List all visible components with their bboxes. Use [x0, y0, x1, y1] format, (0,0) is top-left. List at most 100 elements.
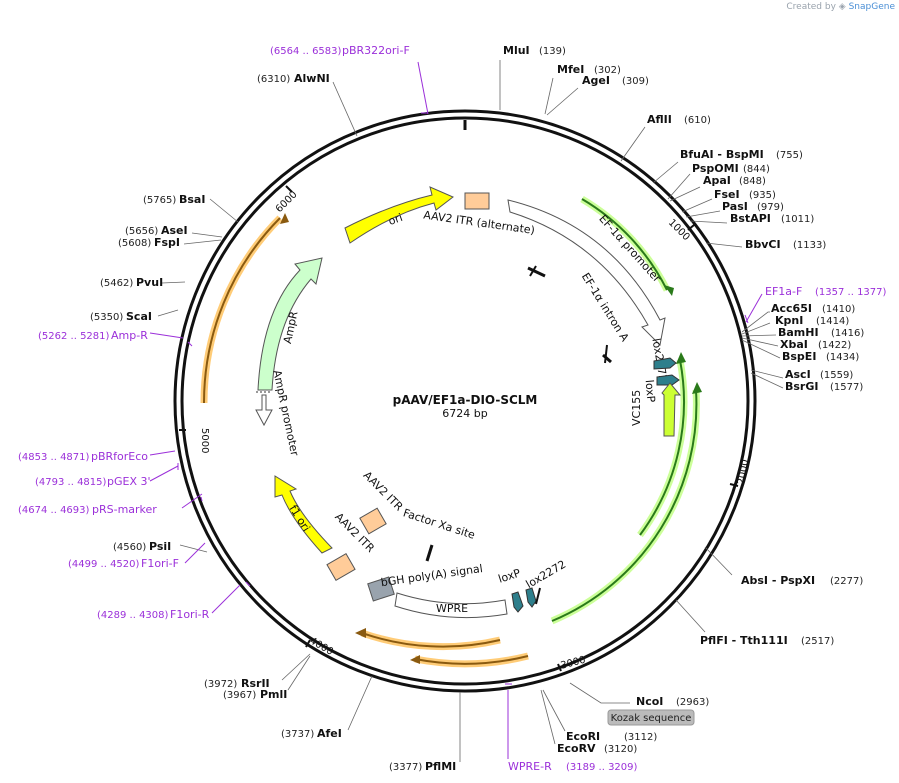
primer-pbrforeco-range: (4853 .. 4871) — [18, 452, 90, 463]
enzyme-pspomi-pos: (844) — [743, 164, 770, 175]
enzyme-absi-name: AbsI - PspXI — [741, 574, 815, 587]
feature-vc155-label: VC155 — [630, 390, 643, 426]
enzyme-aflii-pos: (610) — [684, 115, 711, 126]
enzyme-fspi-name: FspI — [154, 236, 180, 249]
enzyme-bfuai-pos: (755) — [776, 150, 803, 161]
enzyme-pflfi-pos: (2517) — [801, 636, 834, 647]
feature-vc155 — [661, 382, 682, 437]
feature-ampr-promoter — [255, 394, 273, 427]
feature-loxp-a-label: loxP — [643, 379, 658, 403]
feature-itr-c — [326, 553, 356, 581]
orf-arrowhead-5 — [355, 628, 366, 638]
primer-wpre-range: (3189 .. 3209) — [566, 762, 638, 773]
feature-lox-marker — [535, 587, 541, 605]
enzyme-afei-name: AfeI — [317, 727, 342, 740]
enzyme-mfei-pos: (302) — [594, 65, 621, 76]
credit-brand: SnapGene — [848, 2, 895, 12]
enzyme-alwni-pos: (6310) — [257, 74, 290, 85]
enzyme-labels: MluI (139) MfeI (302) AgeI (309) AflII (… — [90, 44, 864, 773]
primer-labels: (6564 .. 6583) pBR322ori-F EF1a-F (1357 … — [18, 44, 887, 773]
enzyme-bamhi-name: BamHI — [778, 326, 819, 339]
feature-ampr-promoter-label: AmpR promoter — [270, 369, 301, 458]
feature-lox2272-a — [653, 357, 677, 370]
enzyme-aflii-name: AflII — [647, 113, 672, 126]
primer-ef1a-range: (1357 .. 1377) — [815, 287, 887, 298]
snapgene-credit: Created by ◈ SnapGene — [786, 2, 895, 12]
enzyme-rsrii-name: RsrII — [241, 677, 270, 690]
primer-pbr322ori-range: (6564 .. 6583) — [270, 46, 342, 57]
feature-loxp-a — [656, 374, 680, 386]
enzyme-fsei-pos: (935) — [749, 190, 776, 201]
enzyme-pspomi-name: PspOMI — [692, 162, 739, 175]
enzyme-bbvci-name: BbvCI — [745, 238, 781, 251]
enzyme-ecorv-pos: (3120) — [604, 744, 637, 755]
feature-itr-b — [359, 507, 387, 535]
primer-ef1a-name: EF1a-F — [765, 285, 802, 298]
orf-arrowhead-4 — [410, 655, 420, 664]
feature-ori — [344, 186, 454, 244]
backbone-outer-ring — [173, 109, 757, 693]
enzyme-bstapi-pos: (1011) — [781, 214, 814, 225]
enzyme-mlui-pos: (139) — [539, 46, 566, 57]
enzyme-pmli-pos: (3967) — [223, 690, 256, 701]
enzyme-scai-name: ScaI — [126, 310, 152, 323]
orf-arrowhead-3 — [692, 382, 702, 394]
enzyme-absi-pos: (2277) — [830, 576, 863, 587]
feature-ef1a-promoter — [507, 199, 666, 347]
primer-pgex-range: (4793 .. 4815) — [35, 477, 107, 488]
feature-factor-xa — [425, 544, 434, 562]
primer-prs-marker-range: (4674 .. 4693) — [18, 505, 90, 516]
feature-lox2272-b-label: lox2272 — [524, 558, 569, 591]
enzyme-asci-pos: (1559) — [820, 370, 853, 381]
tick-label-5000: 5000 — [199, 428, 210, 453]
primer-ampr-range: (5262 .. 5281) — [38, 331, 110, 342]
feature-bgh-polya — [367, 576, 395, 602]
primer-f1ori-r-range: (4289 .. 4308) — [97, 610, 169, 621]
enzyme-mlui-name: MluI — [503, 44, 530, 57]
feature-wpre-label: WPRE — [436, 602, 468, 615]
enzyme-kpni-name: KpnI — [775, 314, 803, 327]
enzyme-asci-name: AscI — [785, 368, 811, 381]
tick-label-2000: 2000 — [736, 459, 751, 486]
enzyme-ecorv-name: EcoRV — [557, 742, 596, 755]
enzyme-pvui-name: PvuI — [136, 276, 163, 289]
primer-pgex-name: pGEX 3' — [107, 475, 151, 488]
orf-arcs — [200, 195, 700, 668]
feature-f1-ori — [274, 475, 333, 554]
credit-prefix: Created by — [786, 2, 836, 12]
enzyme-bamhi-pos: (1416) — [831, 328, 864, 339]
enzyme-xbai-name: XbaI — [780, 338, 808, 351]
enzyme-bsrgi-pos: (1577) — [830, 382, 863, 393]
feature-ampr — [257, 257, 323, 391]
feature-bgh-label: bGH poly(A) signal — [380, 562, 484, 589]
enzyme-agei-pos: (309) — [622, 76, 649, 87]
enzyme-bsai-name: BsaI — [179, 193, 205, 206]
primer-f1ori-r-name: F1ori-R — [170, 608, 210, 621]
enzyme-leader-lines — [157, 60, 784, 762]
enzyme-ecori-name: EcoRI — [566, 730, 600, 743]
primer-leader-lines — [149, 61, 763, 759]
enzyme-pasi-name: PasI — [722, 200, 748, 213]
enzyme-asei-pos: (5656) — [125, 226, 158, 237]
feature-f1-ori-label: f1 ori — [286, 503, 312, 534]
enzyme-apai-name: ApaI — [703, 174, 731, 187]
feature-itr-alternate — [464, 192, 490, 210]
enzyme-afei-pos: (3737) — [281, 729, 314, 740]
enzyme-bsrgi-name: BsrGI — [785, 380, 818, 393]
enzyme-ncoi-pos: (2963) — [676, 697, 709, 708]
snapgene-logo-icon: ◈ — [838, 2, 846, 12]
enzyme-acc65i-pos: (1410) — [822, 304, 855, 315]
enzyme-pmli-name: PmlI — [260, 688, 287, 701]
feature-loxp-b-label: loxP — [497, 566, 523, 585]
plasmid-name: pAAV/EF1a-DIO-SCLM — [393, 393, 538, 407]
enzyme-rsrii-pos: (3972) — [204, 679, 237, 690]
plasmid-size: 6724 bp — [442, 407, 487, 420]
kozak-badge — [607, 709, 695, 726]
enzyme-bspei-name: BspEI — [782, 350, 816, 363]
orf-arrowhead-2 — [676, 352, 686, 364]
feature-ef1a-intron — [527, 265, 612, 364]
enzyme-agei-name: AgeI — [582, 74, 610, 87]
kozak-badge-label: Kozak sequence — [611, 713, 692, 724]
enzyme-bspei-pos: (1434) — [826, 352, 859, 363]
primer-pbrforeco-name: pBRforEco — [91, 450, 148, 463]
